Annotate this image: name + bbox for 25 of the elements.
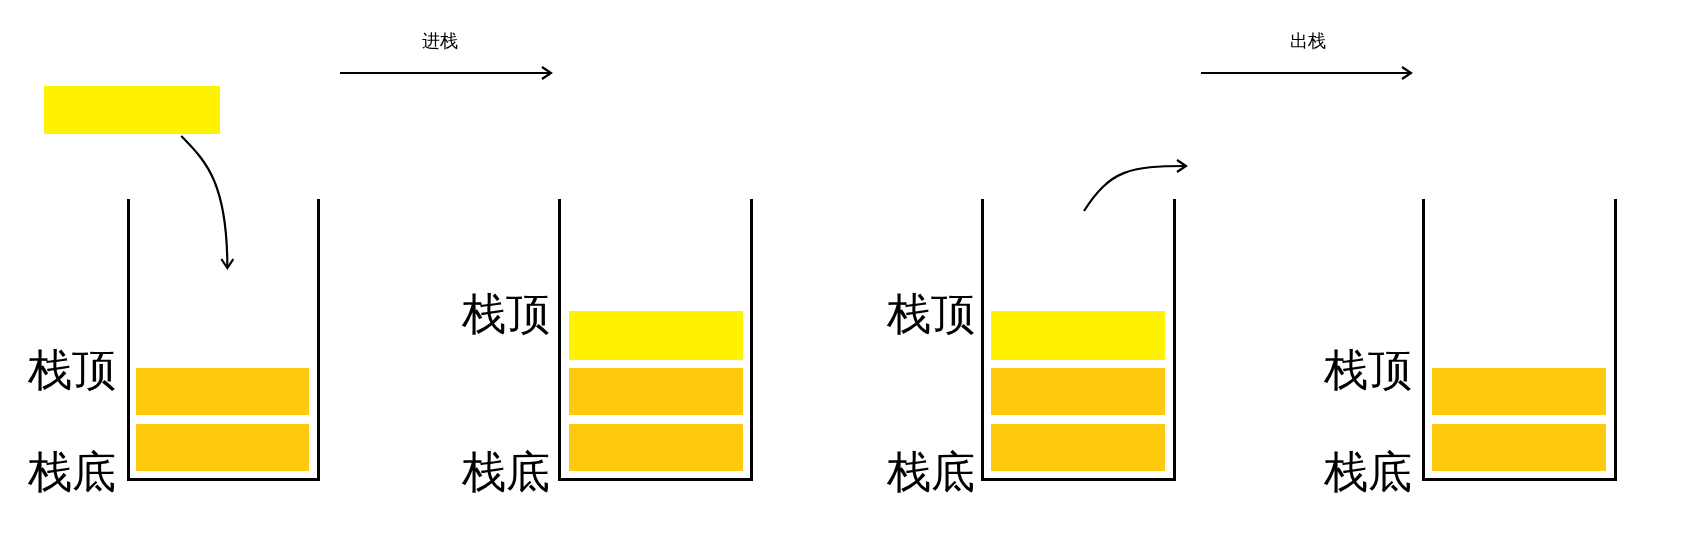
stack-element-block [569,368,743,415]
step-label: 进栈 [419,31,461,51]
stack-element-block [569,424,743,471]
stack-container [558,199,753,481]
stack-label: 栈顶 [462,292,550,336]
stack-element-block [136,368,309,415]
stack-element-block [991,368,1165,415]
stack-container [127,199,320,481]
stack-element-block [991,311,1165,360]
stack-element-block [991,424,1165,471]
stack-element-block [44,86,220,134]
stack-label: 栈顶 [887,292,975,336]
stack-container [1422,199,1617,481]
stack-element-block [569,311,743,360]
stack-element-block [1432,424,1606,471]
stack-container [981,199,1176,481]
stack-label: 栈底 [887,450,975,494]
arrow [180,135,235,270]
stack-label: 栈顶 [28,348,116,392]
stack-label: 栈底 [462,450,550,494]
stack-label: 栈底 [28,450,116,494]
stack-element-block [136,424,309,471]
stack-element-block [1432,368,1606,415]
stack-label: 栈底 [1324,450,1412,494]
stack-label: 栈顶 [1324,348,1412,392]
